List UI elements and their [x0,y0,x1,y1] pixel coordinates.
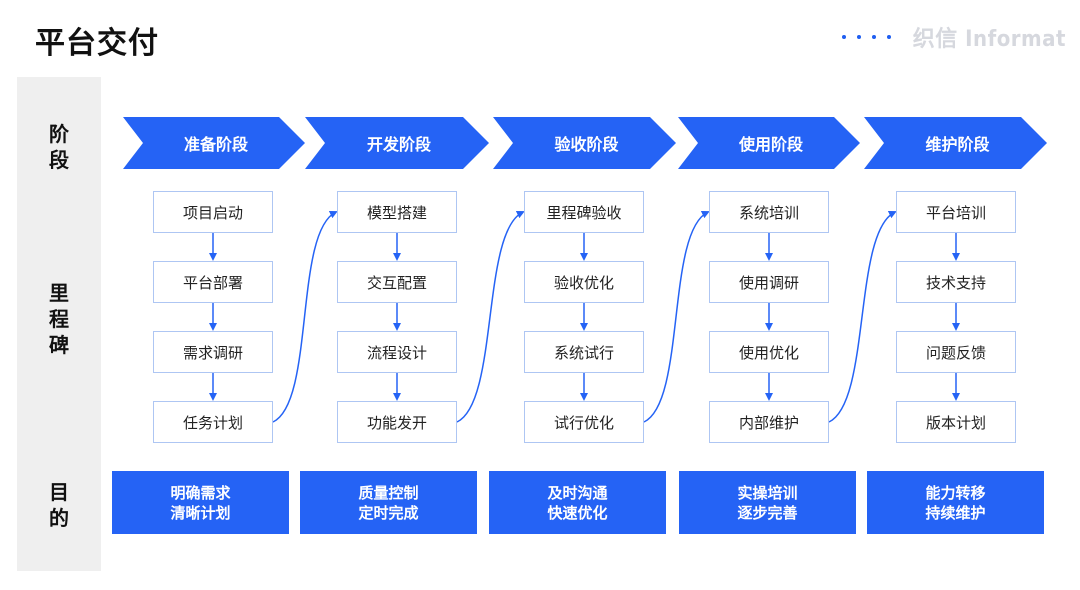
goal-line: 逐步完善 [737,503,798,522]
milestone-box: 验收优化 [524,261,644,303]
brand-logo: 织信 Informat [841,22,1066,52]
milestone-box: 使用调研 [709,261,829,303]
page-title: 平台交付 [35,26,159,61]
milestone-box: 里程碑验收 [524,191,644,233]
row-label-sidebar: 阶段 里程碑 目的 [17,77,101,571]
milestone-box: 技术支持 [896,261,1016,303]
milestone-box: 平台部署 [153,261,273,303]
goal-box-4: 实操培训逐步完善 [679,471,856,534]
goal-line: 定时完成 [358,503,419,522]
goal-line: 明确需求 [170,483,231,502]
milestone-box: 系统培训 [709,191,829,233]
row-label-stage: 阶段 [49,122,69,172]
milestone-box: 问题反馈 [896,331,1016,373]
milestone-box: 使用优化 [709,331,829,373]
stage-transition-arrow [272,210,338,423]
goal-box-2: 质量控制定时完成 [300,471,477,534]
milestone-box: 模型搭建 [337,191,457,233]
milestone-box: 任务计划 [153,401,273,443]
row-label-goal: 目的 [49,480,69,530]
stage-arrow-2: 开发阶段 [305,117,489,169]
milestone-box: 平台培训 [896,191,1016,233]
goal-line: 持续维护 [925,503,986,522]
goal-line: 快速优化 [547,503,608,522]
stage-transition-arrow [828,210,897,423]
goal-box-3: 及时沟通快速优化 [489,471,666,534]
goal-line: 清晰计划 [170,503,231,522]
goal-box-5: 能力转移持续维护 [867,471,1044,534]
dots-decoration [841,35,891,39]
milestone-box: 版本计划 [896,401,1016,443]
milestone-box: 项目启动 [153,191,273,233]
brand-name: 织信 Informat [912,27,1066,52]
goal-line: 实操培训 [737,483,798,502]
milestone-box: 功能发开 [337,401,457,443]
goal-line: 及时沟通 [547,483,608,502]
stage-arrow-4: 使用阶段 [678,117,860,169]
stage-arrow-5: 维护阶段 [864,117,1047,169]
goal-line: 质量控制 [358,483,419,502]
stage-transition-arrow [456,210,525,423]
milestone-box: 交互配置 [337,261,457,303]
stage-transition-arrow [643,210,710,423]
stage-arrow-3: 验收阶段 [493,117,676,169]
stage-arrow-1: 准备阶段 [123,117,305,169]
milestone-box: 需求调研 [153,331,273,373]
milestone-box: 流程设计 [337,331,457,373]
goal-line: 能力转移 [925,483,986,502]
milestone-box: 系统试行 [524,331,644,373]
milestone-box: 内部维护 [709,401,829,443]
row-label-milestone: 里程碑 [49,281,69,357]
goal-box-1: 明确需求清晰计划 [112,471,289,534]
milestone-box: 试行优化 [524,401,644,443]
